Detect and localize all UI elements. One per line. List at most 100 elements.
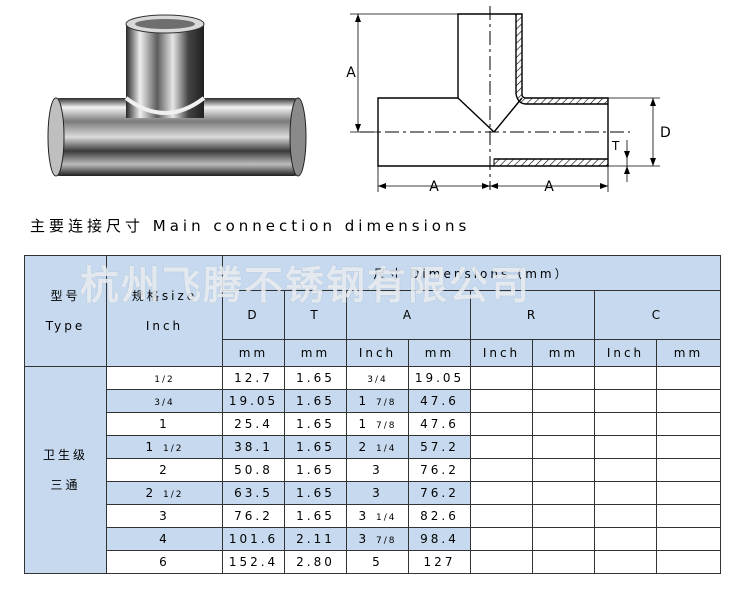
size-whole: 3 <box>159 509 170 523</box>
d-value: 152.4 <box>228 555 279 569</box>
d-value: 38.1 <box>234 440 273 454</box>
d-cell: 12.7 <box>222 366 285 390</box>
a-inch-fraction: 1/4 <box>375 444 397 454</box>
r-inch-cell <box>470 435 533 459</box>
c-mm-cell <box>656 481 721 505</box>
size-fraction: 1/2 <box>154 375 175 385</box>
col-r-header: R <box>470 290 595 340</box>
t-cell: 1.65 <box>284 366 347 390</box>
d-value: 50.8 <box>234 463 273 477</box>
d-cell: 19.05 <box>222 389 285 413</box>
a-mm-cell: 98.4 <box>408 527 471 551</box>
unit-c-inch: Inch <box>594 339 657 367</box>
c-mm-cell <box>656 412 721 436</box>
run-wall-hatch-top <box>516 94 608 104</box>
c-mm-cell <box>656 458 721 482</box>
r-inch-cell <box>470 527 533 551</box>
a-inch-cell: 3 7/8 <box>346 527 409 551</box>
t-value: 2.11 <box>296 532 335 546</box>
a-inch-fraction: 7/8 <box>375 421 397 431</box>
t-cell: 1.65 <box>284 481 347 505</box>
size-cell: 3/4 <box>106 389 223 413</box>
c-inch-cell <box>594 550 657 574</box>
a-mm-cell: 76.2 <box>408 458 471 482</box>
c-mm-cell <box>656 435 721 459</box>
r-mm-cell <box>532 527 595 551</box>
a-mm-value: 82.6 <box>420 509 459 523</box>
a-inch-whole: 3 <box>358 532 370 546</box>
t-value: 2.80 <box>296 555 335 569</box>
d-value: 19.05 <box>228 394 279 408</box>
r-mm-cell <box>532 458 595 482</box>
a-inch-cell: 1 7/8 <box>346 412 409 436</box>
d-cell: 38.1 <box>222 435 285 459</box>
a-mm-cell: 57.2 <box>408 435 471 459</box>
col-t-header: T <box>284 290 347 340</box>
c-mm-cell <box>656 366 721 390</box>
c-inch-cell <box>594 481 657 505</box>
tee-joint <box>124 96 206 115</box>
dim-label-t: T <box>611 139 620 153</box>
r-mm-cell <box>532 435 595 459</box>
c-mm-cell <box>656 550 721 574</box>
tee-drawing: A A A D T <box>346 6 671 195</box>
a-inch-cell: 3 <box>346 481 409 505</box>
t-value: 1.65 <box>296 417 335 431</box>
col-d-header: D <box>222 290 285 340</box>
a-inch-cell: 2 1/4 <box>346 435 409 459</box>
t-value: 1.65 <box>296 463 335 477</box>
unit-a-inch: Inch <box>346 339 409 367</box>
d-cell: 76.2 <box>222 504 285 528</box>
r-inch-cell <box>470 366 533 390</box>
size-whole: 1 <box>159 417 170 431</box>
a-mm-value: 57.2 <box>420 440 459 454</box>
size-header-en: Inch <box>145 319 184 333</box>
unit-t: mm <box>284 339 347 367</box>
a-mm-cell: 82.6 <box>408 504 471 528</box>
col-a-header: A <box>346 290 471 340</box>
size-cell: 2 <box>106 458 223 482</box>
unit-c-mm: mm <box>656 339 721 367</box>
a-inch-fraction: 7/8 <box>375 398 397 408</box>
a-inch-whole: 5 <box>372 555 383 569</box>
size-whole: 6 <box>159 555 170 569</box>
a-inch-cell: 3/4 <box>346 366 409 390</box>
d-value: 76.2 <box>234 509 273 523</box>
t-value: 1.65 <box>296 440 335 454</box>
c-inch-cell <box>594 435 657 459</box>
a-mm-cell: 19.05 <box>408 366 471 390</box>
c-mm-cell <box>656 504 721 528</box>
branch-wall-hatch <box>516 14 522 94</box>
t-cell: 2.80 <box>284 550 347 574</box>
col-c-header: C <box>594 290 721 340</box>
a-mm-value: 127 <box>423 555 456 569</box>
dim-label-a-right: A <box>544 179 554 195</box>
a-mm-cell: 47.6 <box>408 412 471 436</box>
c-mm-cell <box>656 527 721 551</box>
size-whole: 4 <box>159 532 170 546</box>
product-type-line1: 卫生级 <box>42 448 88 462</box>
dimension-table: 型号 Type 规格size Inch 尺寸 Dimensions（mm） D … <box>24 255 721 574</box>
r-inch-cell <box>470 550 533 574</box>
size-fraction: 1/2 <box>162 490 184 500</box>
r-mm-cell <box>532 412 595 436</box>
a-mm-value: 47.6 <box>420 417 459 431</box>
unit-r-mm: mm <box>532 339 595 367</box>
unit-d: mm <box>222 339 285 367</box>
d-cell: 63.5 <box>222 481 285 505</box>
tee-run-end-right <box>289 97 307 177</box>
a-mm-cell: 47.6 <box>408 389 471 413</box>
d-value: 63.5 <box>234 486 273 500</box>
tee-outline <box>377 13 609 167</box>
a-mm-value: 98.4 <box>420 532 459 546</box>
r-mm-cell <box>532 504 595 528</box>
a-inch-whole: 2 <box>358 440 370 454</box>
size-cell: 4 <box>106 527 223 551</box>
a-inch-whole: 3 <box>358 509 370 523</box>
a-inch-fraction: 1/4 <box>375 513 397 523</box>
dim-label-d: D <box>660 125 671 141</box>
t-cell: 1.65 <box>284 458 347 482</box>
